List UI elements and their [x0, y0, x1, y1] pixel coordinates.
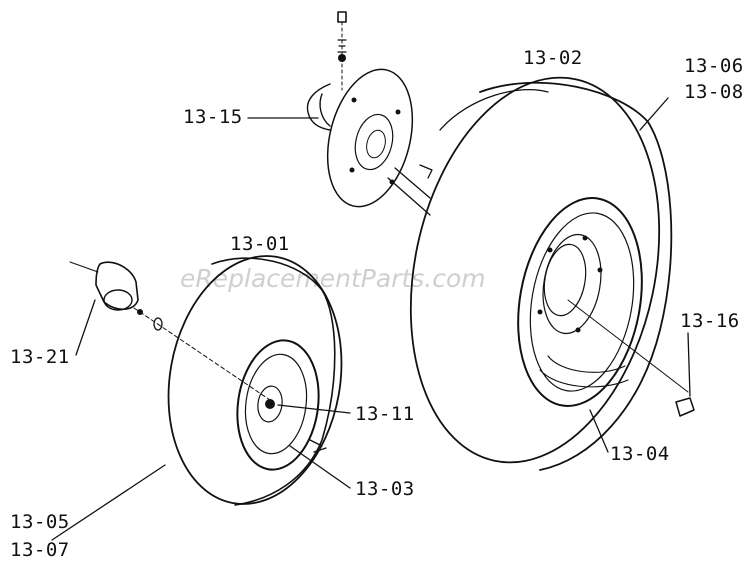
label-13-03: 13-03 [355, 478, 415, 500]
label-13-11: 13-11 [355, 403, 415, 425]
top-bolt [337, 11, 347, 91]
label-13-06: 13-06 [684, 55, 744, 77]
small-wheel [167, 255, 343, 506]
label-13-05: 13-05 [10, 511, 70, 533]
label-13-02: 13-02 [523, 47, 583, 69]
label-13-01: 13-01 [230, 233, 290, 255]
label-13-15: 13-15 [183, 106, 243, 128]
watermark: eReplacementParts.com [180, 264, 486, 293]
large-wheel [409, 76, 695, 471]
leader-lines [51, 97, 691, 541]
label-13-04: 13-04 [610, 443, 670, 465]
label-13-16: 13-16 [680, 310, 740, 332]
label-13-08: 13-08 [684, 81, 744, 103]
hub-cap [69, 261, 271, 401]
hub-flange [306, 68, 433, 216]
label-13-21: 13-21 [10, 346, 70, 368]
part-labels: 13-02 13-06 13-08 13-15 13-01 13-16 13-2… [10, 47, 744, 561]
label-13-07: 13-07 [10, 539, 70, 561]
